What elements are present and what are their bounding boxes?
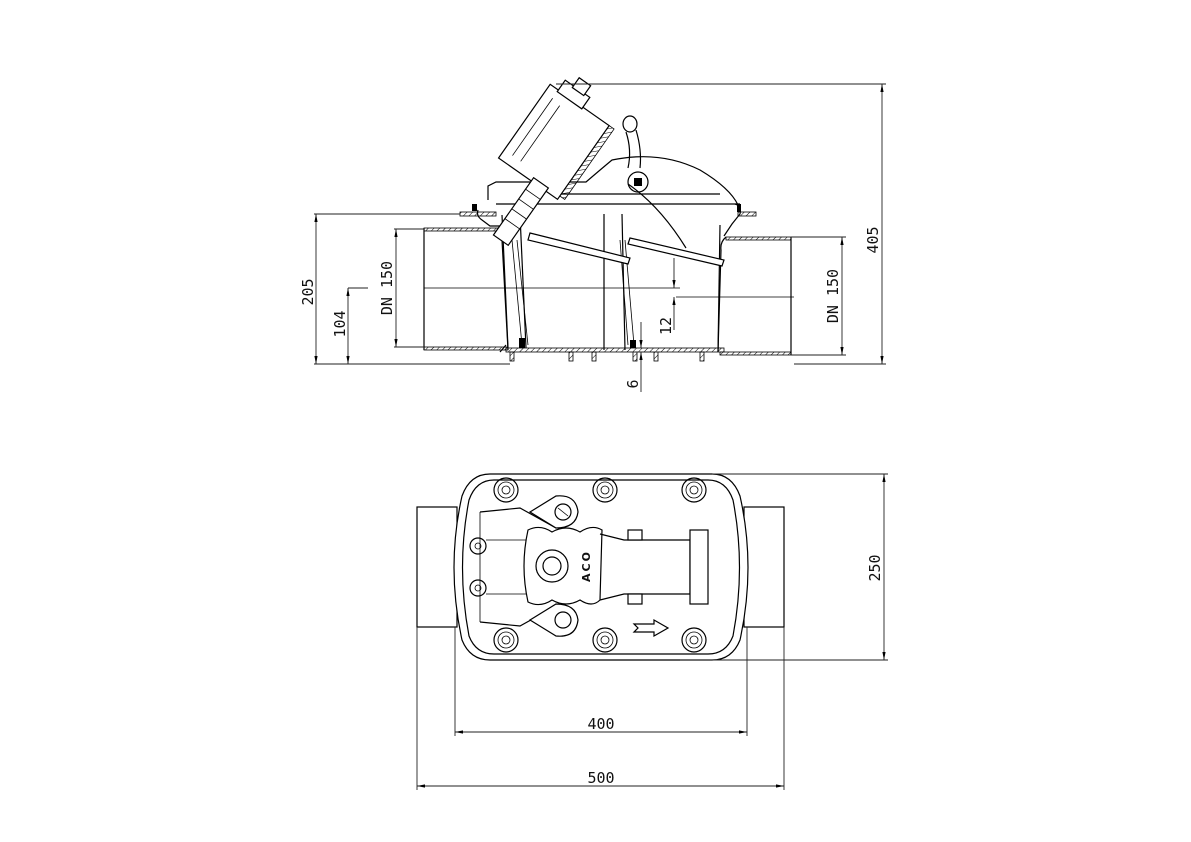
outlet-pipe xyxy=(717,236,792,356)
central-cover xyxy=(523,526,603,606)
bolt-icon xyxy=(681,627,707,653)
bolt-icon xyxy=(596,481,614,499)
bolt-icon xyxy=(689,485,699,495)
pump-module xyxy=(492,76,615,247)
dim-invert-height: 104 xyxy=(331,287,368,364)
dim-body-length: 400 xyxy=(454,627,748,736)
aco-brand-mark: ACO xyxy=(580,550,593,582)
dim-label-dn150-inlet: DN 150 xyxy=(378,261,396,315)
bolt-icon xyxy=(592,627,618,653)
flow-direction-arrow-icon xyxy=(632,618,670,638)
bolt-icon xyxy=(681,477,707,503)
dim-inlet-diameter: DN 150 xyxy=(378,228,424,348)
dim-label-dn150-outlet: DN 150 xyxy=(824,269,842,323)
bolt-icon xyxy=(493,627,519,653)
dim-label-104: 104 xyxy=(331,310,349,337)
flap-arms xyxy=(527,232,725,267)
plan-inlet-pipe xyxy=(416,506,458,628)
dim-label-250: 250 xyxy=(866,554,884,581)
bolt-icon xyxy=(497,481,515,499)
bolt-icon xyxy=(600,635,610,645)
inlet-pipe xyxy=(423,227,509,351)
dim-label-500: 500 xyxy=(587,769,614,787)
lever-handle xyxy=(622,115,687,249)
side-section-view: 405 205 104 DN 150 DN 150 xyxy=(299,76,886,392)
bolt-icon xyxy=(685,631,703,649)
bolt-icon xyxy=(493,477,519,503)
dim-label-12: 12 xyxy=(657,317,675,335)
bolts xyxy=(493,477,707,653)
body-base xyxy=(499,344,725,362)
dim-overall-height: 405 xyxy=(556,83,886,365)
outlet-block xyxy=(689,529,709,605)
dim-overall-length: 500 xyxy=(416,627,785,790)
dim-label-6: 6 xyxy=(624,379,642,388)
bolt-icon xyxy=(501,485,511,495)
plan-outlet-pipe xyxy=(743,506,785,628)
plan-view: ACO 250 400 xyxy=(416,473,888,790)
bolt-icon xyxy=(685,481,703,499)
bolt-icon xyxy=(600,485,610,495)
bolt-icon xyxy=(497,631,515,649)
dim-base-offset: 6 xyxy=(624,322,660,392)
dim-fall: 12 xyxy=(657,258,676,335)
bolt-icon xyxy=(596,631,614,649)
bolt-icon xyxy=(501,635,511,645)
dim-pipe-axis-height: 205 xyxy=(299,213,510,365)
dim-outlet-diameter: DN 150 xyxy=(791,236,846,356)
bolt-icon xyxy=(592,477,618,503)
dim-label-400: 400 xyxy=(587,715,614,733)
dim-label-205: 205 xyxy=(299,278,317,305)
dim-label-405: 405 xyxy=(864,226,882,253)
bolt-icon xyxy=(689,635,699,645)
